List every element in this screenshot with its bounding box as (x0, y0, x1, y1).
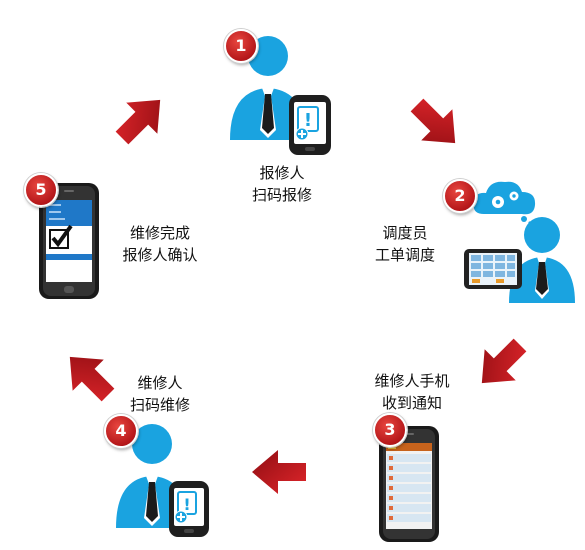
step-5 (38, 182, 100, 300)
phone-icon: ! (289, 95, 331, 155)
step-number-badge: 4 (104, 414, 138, 448)
step-number-badge: 5 (24, 173, 58, 207)
step-number-badge: 3 (373, 413, 407, 447)
step-1: ! (222, 30, 332, 155)
arrow-icon (106, 84, 176, 154)
step-3 (378, 425, 440, 543)
step-number-badge: 1 (224, 29, 258, 63)
cloud-gears-icon (473, 181, 536, 224)
svg-text:!: ! (183, 495, 190, 514)
tablet-icon (464, 249, 522, 289)
step-label-line: 扫码维修 (129, 396, 190, 414)
step-label-line: 维修完成 (129, 224, 190, 242)
phone-icon (39, 183, 99, 299)
step-number-badge: 2 (443, 179, 477, 213)
step-label-line: 调度员 (382, 224, 428, 242)
step-label: 报修人 扫码报修 (232, 162, 332, 206)
step-label: 调度员 工单调度 (355, 222, 455, 266)
phone-icon (379, 426, 439, 542)
step-label-line: 报修人 (259, 164, 305, 182)
step-4: ! (112, 418, 212, 543)
step-2 (455, 178, 580, 303)
arrow-icon (252, 450, 306, 494)
arrow-icon (401, 89, 471, 159)
step-label-line: 收到通知 (381, 394, 442, 412)
step-label: 维修完成 报修人确认 (105, 222, 215, 266)
person-icon (509, 217, 575, 303)
step-label: 维修人 扫码维修 (110, 372, 210, 416)
step-label-line: 报修人确认 (122, 246, 198, 264)
phone-icon: ! (169, 481, 209, 537)
step-label-line: 扫码报修 (251, 186, 312, 204)
step-label: 维修人手机 收到通知 (357, 370, 467, 414)
arrow-icon (466, 329, 536, 399)
step-label-line: 维修人 (137, 374, 183, 392)
step-label-line: 维修人手机 (374, 372, 450, 390)
step-label-line: 工单调度 (374, 246, 435, 264)
svg-text:!: ! (304, 110, 312, 131)
person-icon (230, 36, 306, 140)
